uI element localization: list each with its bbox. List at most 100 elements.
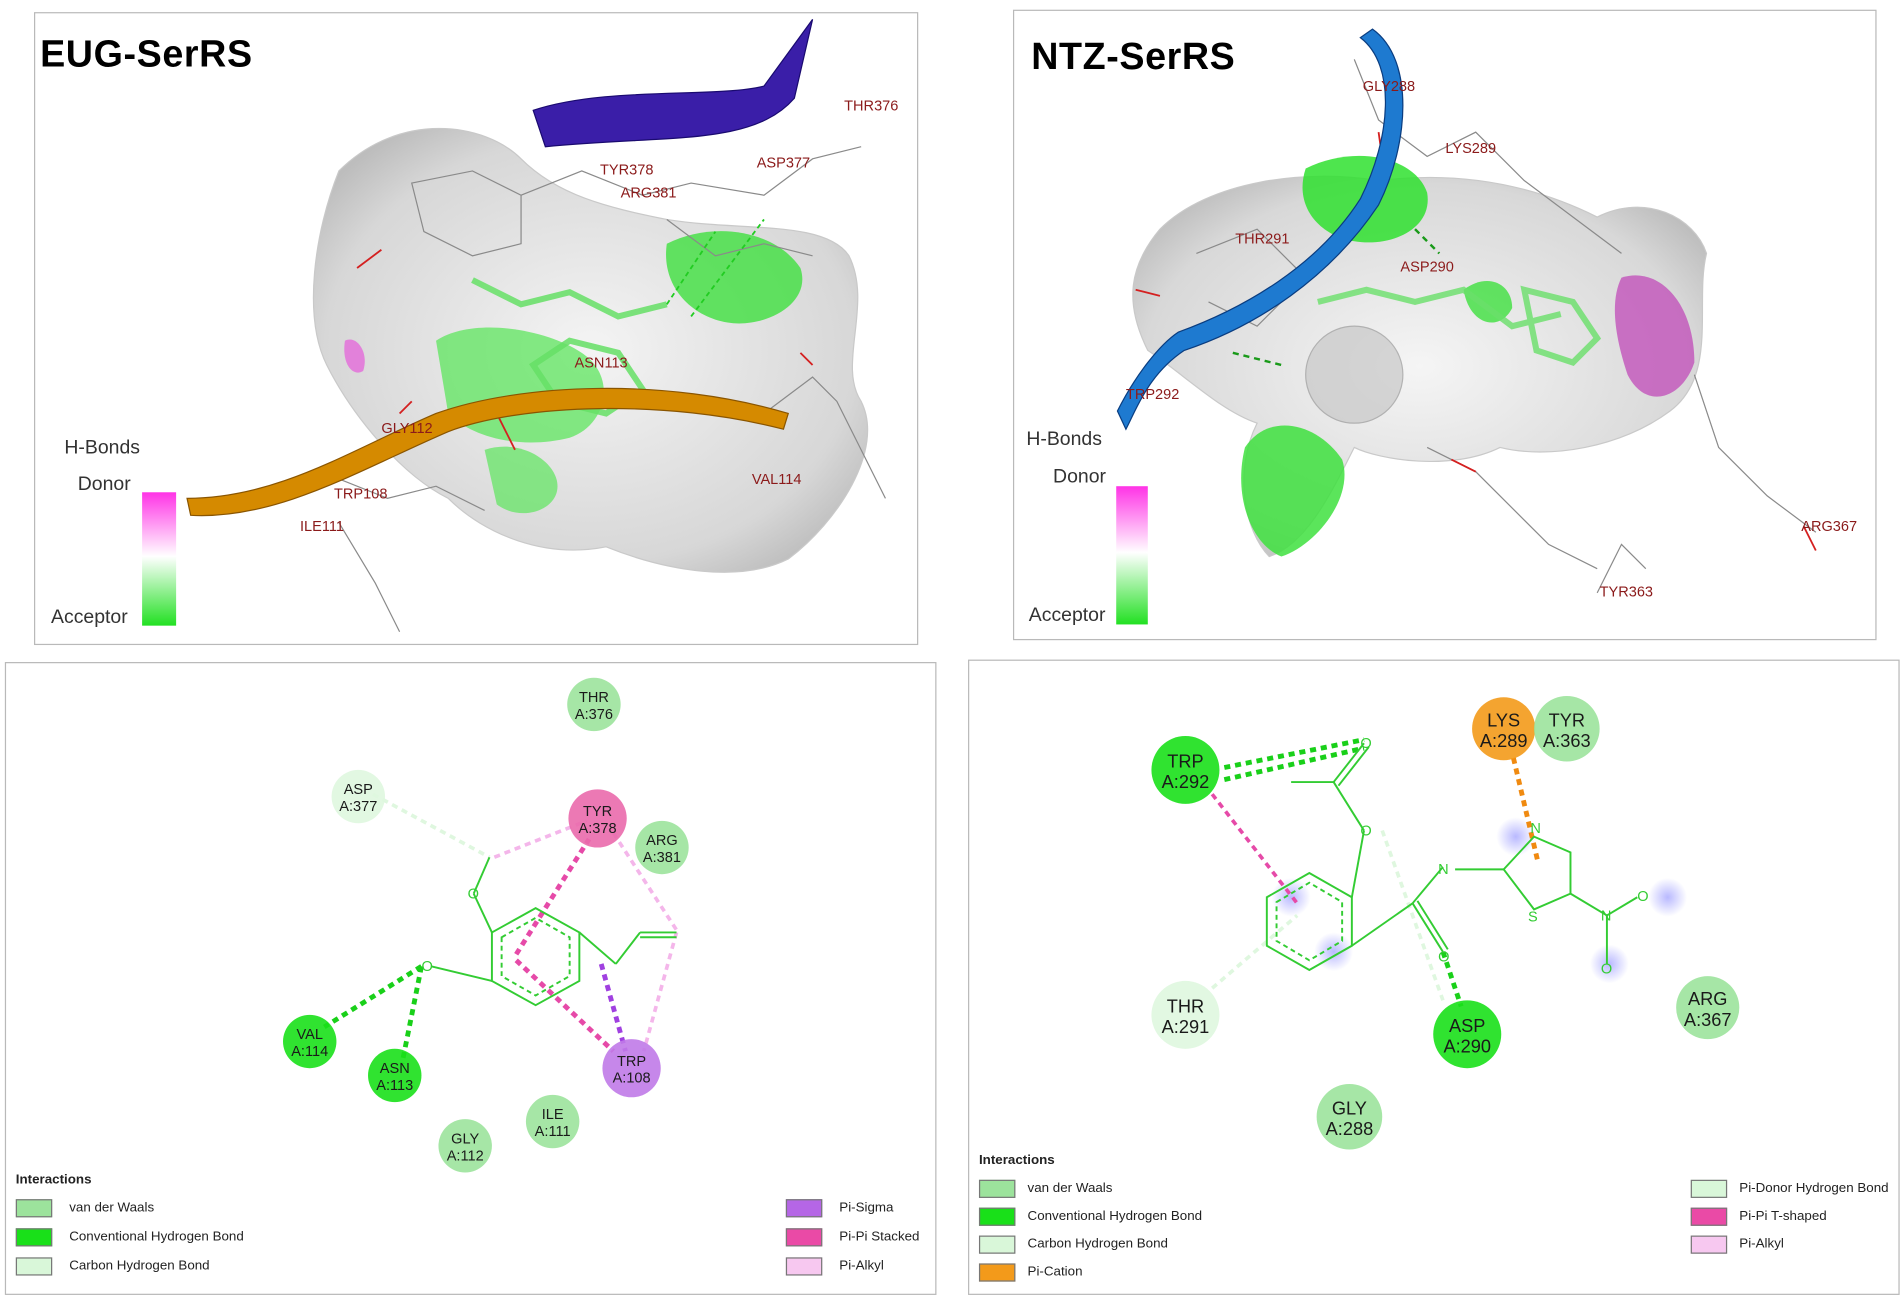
residue-circle: [368, 1048, 422, 1103]
residue-circle: [1151, 735, 1220, 804]
residue-name: TRP: [1167, 752, 1203, 772]
res-label-tyr363: TYR363: [1600, 585, 1653, 601]
svg-text:S: S: [1528, 910, 1538, 926]
residue-circle: [1151, 980, 1220, 1049]
interaction-lines: [323, 792, 679, 1064]
residue-id: A:378: [579, 821, 617, 837]
res-label-trp108: TRP108: [334, 486, 387, 502]
coil-ribbon-blue: [1116, 28, 1404, 431]
residue-name: ARG: [646, 833, 678, 849]
residue-circle: [283, 1014, 337, 1069]
oxygen-atom: O: [421, 959, 432, 975]
legend-label: Pi-Alkyl: [839, 1258, 884, 1274]
svg-text:O: O: [1360, 736, 1371, 752]
residue-circle: [331, 769, 386, 824]
eug-3d-scene: THR376 TYR378 ASP377 ARG381 ASN113 GLY11…: [142, 19, 898, 632]
residue-circle: [1433, 1000, 1502, 1069]
residue-id: A:381: [643, 850, 681, 866]
hbond-lines: [1232, 228, 1441, 367]
legend-label: Pi-Alkyl: [1739, 1236, 1784, 1252]
residue-id: A:113: [376, 1078, 413, 1094]
res-label-arg367: ARG367: [1801, 519, 1857, 535]
donor-patch: [1614, 275, 1695, 397]
legend-label: Pi-Pi Stacked: [839, 1229, 920, 1245]
donor-label: Donor: [77, 474, 131, 495]
legend-label: van der Waals: [69, 1200, 155, 1215]
legend-label: Pi-Pi T-shaped: [1739, 1208, 1827, 1224]
res-label-asn113: ASN113: [575, 355, 628, 371]
hbond-lines: [666, 218, 765, 318]
solvent-halo: [1648, 877, 1688, 917]
beta-strand-ribbon: [532, 19, 814, 148]
solvent-halo: [1314, 932, 1354, 972]
residue-id: A:376: [575, 707, 613, 723]
residue-circle: [635, 820, 689, 875]
interaction-lines: [1210, 737, 1541, 1008]
residue-circle: [1676, 976, 1740, 1040]
oxygen-atom: O: [468, 886, 479, 902]
residue-name: ILE: [542, 1107, 564, 1123]
residue-id: A:291: [1162, 1017, 1210, 1037]
protein-surface: [312, 128, 869, 573]
residue-name: ASP: [344, 782, 373, 798]
residue-id: A:367: [1684, 1010, 1732, 1030]
svg-text:N: N: [1438, 862, 1449, 878]
legend-swatch: [978, 1235, 1016, 1254]
legend-swatch: [785, 1228, 823, 1247]
hbonds-label: H-Bonds: [1026, 429, 1102, 450]
acceptor-patch: [1241, 425, 1345, 557]
legend-swatch: [15, 1199, 53, 1218]
residue-name: THR: [579, 690, 609, 706]
ntz-2d-diagram: O O N O N S N O O TRPA:292LYSA:289TYRA:3…: [1151, 695, 1740, 1150]
svg-text:O: O: [1360, 823, 1371, 839]
acceptor-patch: [484, 446, 558, 514]
residue-name: THR: [1167, 996, 1204, 1016]
svg-text:O: O: [1637, 889, 1648, 905]
residue-circle: [568, 789, 627, 848]
legend-swatch: [1690, 1179, 1728, 1198]
ligand-structure: [430, 856, 677, 1007]
legend-swatch: [978, 1263, 1016, 1282]
res-label-val114: VAL114: [752, 472, 802, 488]
residue-name: ARG: [1688, 989, 1727, 1009]
res-label-gly288: GLY288: [1363, 79, 1415, 95]
res-label-asp290: ASP290: [1400, 260, 1453, 276]
acceptor-patch: [1463, 281, 1513, 323]
residue-name: TYR: [1549, 710, 1585, 730]
residue-id: A:108: [613, 1071, 651, 1087]
res-label-lys289: LYS289: [1445, 141, 1496, 157]
acceptor-label: Acceptor: [1028, 605, 1106, 626]
legend-swatch: [978, 1179, 1016, 1198]
residue-circle: [1316, 1083, 1383, 1150]
legend-title: Interactions: [15, 1172, 92, 1188]
residue-name: TYR: [583, 804, 612, 820]
solvent-halo: [1589, 944, 1629, 984]
legend-label: van der Waals: [1027, 1180, 1113, 1196]
residue-name: GLY: [1332, 1098, 1367, 1118]
residue-id: A:114: [291, 1044, 328, 1060]
legend-label: Pi-Sigma: [839, 1200, 894, 1215]
res-label-asp377: ASP377: [757, 155, 810, 171]
legend-label: Conventional Hydrogen Bond: [1027, 1208, 1203, 1224]
residue-name: LYS: [1487, 710, 1520, 730]
res-label-thr376: THR376: [844, 98, 898, 114]
legend-title: Interactions: [978, 1153, 1055, 1168]
residue-id: A:377: [339, 799, 377, 815]
residue-name: TRP: [617, 1054, 646, 1070]
legend-swatch: [15, 1228, 53, 1247]
legend-label: Conventional Hydrogen Bond: [69, 1229, 244, 1245]
legend-label: Carbon Hydrogen Bond: [69, 1258, 210, 1274]
